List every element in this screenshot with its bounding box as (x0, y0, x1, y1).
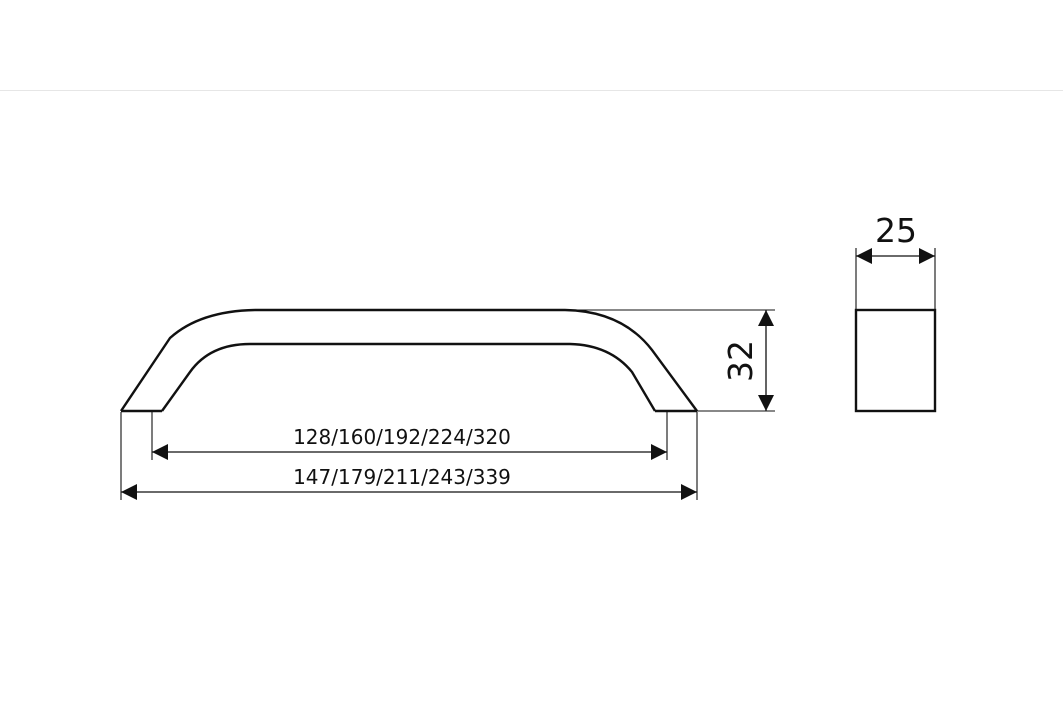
handle-inner-profile (161, 342, 657, 412)
handle-end-view (854, 308, 937, 413)
handle-outer-profile (120, 308, 698, 412)
height-label: 32 (721, 340, 760, 382)
inner-length-label: 128/160/192/224/320 (293, 425, 511, 449)
width-label: 25 (875, 211, 917, 250)
outer-length-label: 147/179/211/243/339 (293, 465, 511, 489)
extension-lines (120, 248, 936, 500)
dimension-lines (121, 248, 935, 500)
header-divider (0, 90, 1063, 91)
handle-side-view (120, 308, 698, 413)
